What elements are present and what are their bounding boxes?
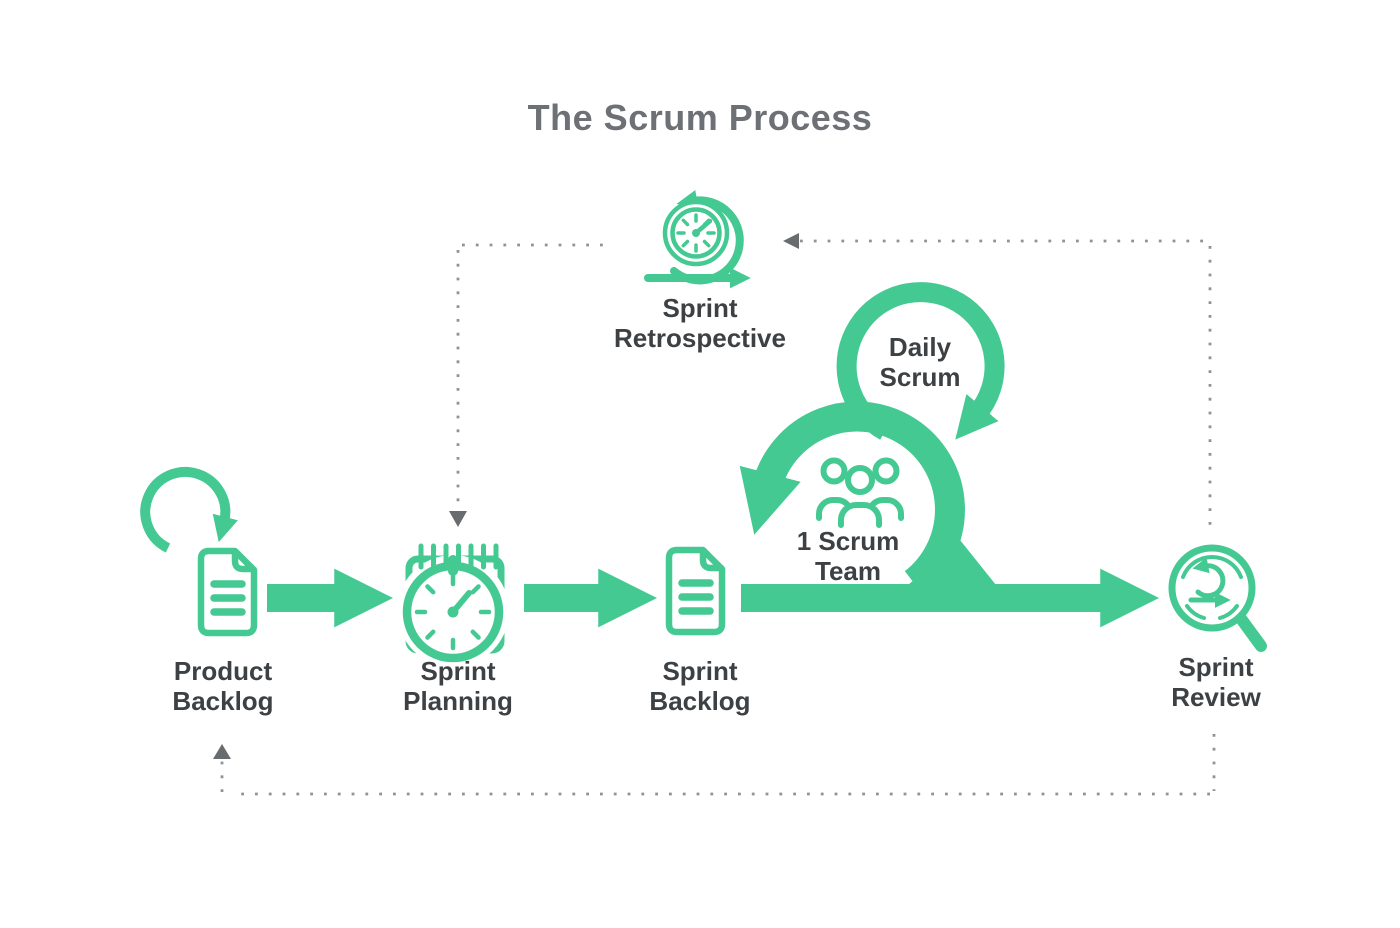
sprint-planning-label: Sprint Planning (403, 656, 513, 716)
lens-inner-ring (1185, 604, 1206, 620)
calendar-binder-rings (418, 543, 499, 570)
stopwatch-ticks (414, 573, 492, 651)
refresh-loop-icon (140, 466, 238, 553)
calendar-stopwatch-icon (397, 543, 509, 667)
document-icon (665, 546, 726, 636)
magnifier-handle (1236, 614, 1267, 652)
mini-sprint-loop (1192, 557, 1226, 599)
flow-arrows (267, 282, 1160, 628)
document-icon (197, 547, 258, 637)
product-backlog-label: Product Backlog (172, 656, 274, 716)
lens-inner-ring (1218, 604, 1239, 620)
sprint-loop-arrow-icon (739, 401, 965, 595)
team-people-icon (816, 457, 904, 528)
sprint-backlog-label: Sprint Backlog (649, 656, 751, 716)
sprint-retrospective-label: Sprint Retrospective (614, 293, 786, 353)
retrospective-clock-loop-icon (644, 190, 751, 289)
dotted-arrowhead-up-icon (213, 744, 231, 759)
daily-cycle-arrow-icon (836, 282, 1005, 440)
page-title: The Scrum Process (527, 97, 873, 138)
sprint-review-label: Sprint Review (1171, 652, 1261, 712)
scrum-team-label: 1 Scrum Team (796, 526, 900, 586)
lens-inner-ring (1181, 555, 1243, 579)
magnifier-sprint-icon (1168, 544, 1267, 652)
dotted-arrowhead-left-icon (783, 233, 799, 249)
dotted-feedback-lines (213, 233, 1216, 796)
dotted-arrowhead-down-icon (449, 511, 467, 527)
daily-scrum-label: Daily Scrum (879, 332, 961, 392)
